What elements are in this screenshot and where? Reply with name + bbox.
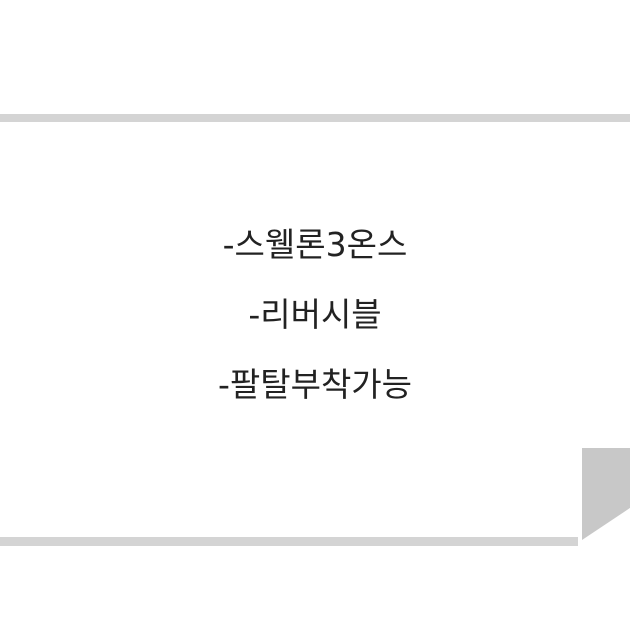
feature-line-detachable-sleeves: -팔탈부착가능	[217, 365, 413, 404]
top-divider	[0, 114, 630, 122]
product-features: -스웰론3온스 -리버시블 -팔탈부착가능	[0, 212, 630, 422]
feature-line-fabric: -스웰론3온스	[222, 225, 408, 264]
bottom-divider	[0, 537, 578, 546]
page-curl-icon	[578, 448, 630, 546]
feature-line-reversible: -리버시블	[248, 295, 382, 334]
